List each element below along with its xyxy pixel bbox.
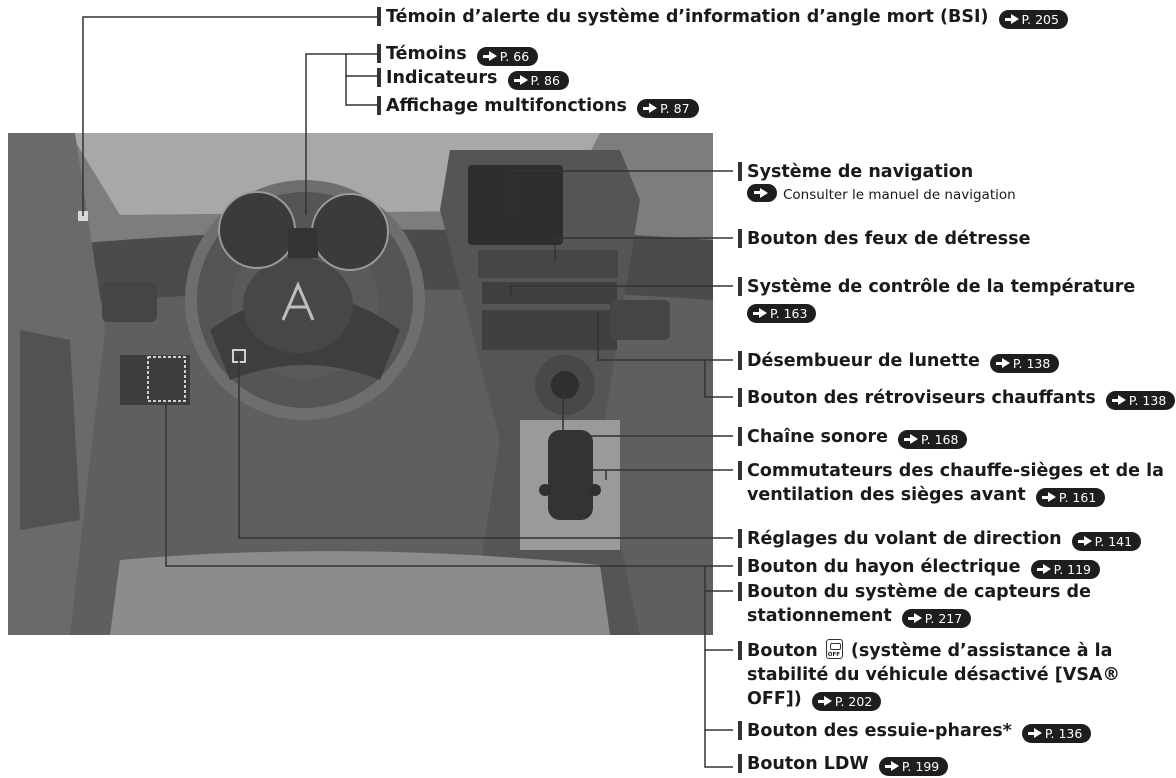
callout-essuie-text: Bouton des essuie-phares* [747,721,1012,741]
callout-affichage-text: Affichage multifonctions [386,96,627,116]
arrow-right-icon [995,358,1010,369]
callout-bsi: Témoin d’alerte du système d’information… [377,5,1068,29]
arrow-right-icon [753,308,767,319]
leader-lines [82,16,733,768]
page-ref-badge[interactable]: P. 141 [1071,532,1142,551]
callout-sieges: Commutateurs des chauffe-sièges et de la… [738,459,1167,507]
arrow-right-icon [817,696,832,707]
arrow-right-icon [884,761,899,772]
page-ref-badge[interactable]: P. 86 [507,71,569,90]
callout-affichage: Affichage multifonctions P. 87 [377,94,699,118]
callout-temperature: Système de contrôle de la température P.… [738,275,1147,323]
callout-hayon: Bouton du hayon électrique P. 119 [737,555,1101,579]
arrow-right-icon[interactable] [747,184,777,202]
callout-vsa-text-after: (système d’assistance à la stabilité du … [747,641,1120,709]
callout-navigation-text: Système de navigation [747,162,974,182]
arrow-right-icon [1111,395,1126,406]
callout-temoins: Témoins P. 66 [376,42,539,66]
callout-desembueur-text: Désembueur de lunette [747,351,980,371]
callout-volant: Réglages du volant de direction P. 141 [737,527,1142,551]
callout-essuie: Bouton des essuie-phares* P. 136 [737,719,1092,743]
arrow-right-icon [904,434,919,445]
page-ref-badge[interactable]: P. 138 [989,354,1060,373]
page-ref-badge[interactable]: P. 217 [901,609,972,628]
page-ref-badge[interactable]: P. 66 [476,47,539,66]
arrow-right-icon [1041,492,1056,503]
page-ref-badge[interactable]: P. 163 [747,304,817,323]
callout-navigation: Système de navigation Consulter le manue… [738,160,1016,206]
page-ref-badge[interactable]: P. 168 [898,430,968,449]
arrow-right-icon [513,75,528,86]
callout-temperature-text: Système de contrôle de la température [747,277,1136,297]
callout-detresse-text: Bouton des feux de détresse [747,229,1031,249]
callout-vsa: Bouton (système d’assistance à la stabil… [738,639,1167,711]
navigation-subline: Consulter le manuel de navigation [747,184,1016,206]
page-ref-badge[interactable]: P. 138 [1105,391,1176,410]
page-ref-badge[interactable]: P. 161 [1035,488,1106,507]
callout-hayon-text: Bouton du hayon électrique [747,557,1021,577]
callout-vsa-text-before: Bouton [747,641,818,661]
callout-detresse: Bouton des feux de détresse [737,227,1031,251]
page-ref-badge[interactable]: P. 199 [878,757,949,776]
callout-ldw-text: Bouton LDW [747,754,869,774]
callout-sieges-text: Commutateurs des chauffe-sièges et de la… [747,461,1164,505]
arrow-right-icon [1036,564,1051,575]
arrow-right-icon [1004,14,1019,25]
callout-retroviseurs: Bouton des rétroviseurs chauffants P. 13… [737,386,1176,410]
callout-volant-text: Réglages du volant de direction [747,529,1062,549]
page-ref-badge[interactable]: P. 202 [811,692,882,711]
callout-desembueur: Désembueur de lunette P. 138 [737,349,1060,373]
callout-capteurs-text: Bouton du système de capteurs de station… [747,582,1091,626]
callout-capteurs: Bouton du système de capteurs de station… [738,580,1107,628]
page-ref-badge[interactable]: P. 87 [637,99,699,118]
callout-chaine-text: Chaîne sonore [747,427,888,447]
arrow-right-icon [1027,728,1042,739]
arrow-right-icon [907,613,922,624]
callout-retroviseurs-text: Bouton des rétroviseurs chauffants [747,388,1096,408]
page-ref-badge[interactable]: P. 205 [998,10,1068,29]
arrow-right-icon [482,51,497,62]
vsa-off-icon [825,639,843,659]
page-ref-badge[interactable]: P. 119 [1030,560,1101,579]
callout-bsi-text: Témoin d’alerte du système d’information… [386,7,989,27]
dashboard-photo [8,133,713,635]
callout-temoins-text: Témoins [386,44,467,64]
callout-ldw: Bouton LDW P. 199 [737,752,949,776]
callout-indicateurs: Indicateurs P. 86 [377,66,569,90]
arrow-right-icon [1077,536,1092,547]
callout-indicateurs-text: Indicateurs [386,68,498,88]
page-ref-badge[interactable]: P. 136 [1021,724,1092,743]
arrow-right-icon [643,103,658,114]
callout-chaine: Chaîne sonore P. 168 [737,425,968,449]
